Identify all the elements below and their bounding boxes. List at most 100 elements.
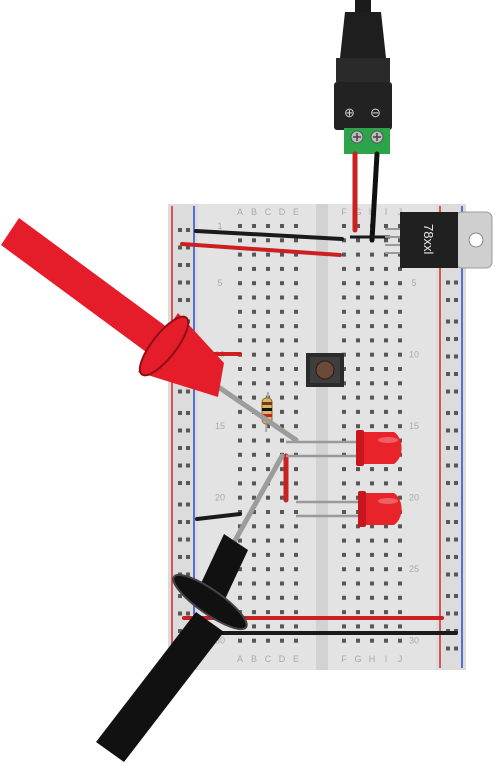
breadboard-hole xyxy=(384,481,388,486)
breadboard-hole xyxy=(370,595,374,600)
jumper-wire-black-low xyxy=(195,512,242,521)
breadboard-hole xyxy=(266,581,270,586)
rail-hole xyxy=(186,446,190,450)
breadboard-hole xyxy=(280,395,284,400)
breadboard-hole xyxy=(370,266,374,271)
breadboard-hole xyxy=(370,524,374,529)
rail-hole xyxy=(186,428,190,433)
breadboard-hole xyxy=(398,338,402,343)
breadboard-hole xyxy=(370,338,374,343)
rail-hole xyxy=(446,428,450,433)
breadboard-hole xyxy=(238,409,242,414)
breadboard-hole xyxy=(342,510,346,514)
column-label-bottom: I xyxy=(385,654,388,664)
breadboard-hole xyxy=(356,367,360,371)
breadboard-hole xyxy=(280,352,284,357)
column-label-top: G xyxy=(354,207,361,217)
breadboard-hole xyxy=(238,252,242,257)
breadboard-hole xyxy=(252,367,256,371)
breadboard-hole xyxy=(294,624,298,629)
rail-hole xyxy=(446,354,450,359)
breadboard-hole xyxy=(356,352,360,357)
breadboard-hole xyxy=(252,295,256,300)
breadboard-hole xyxy=(342,438,346,443)
breadboard-hole xyxy=(252,581,256,586)
rail-hole xyxy=(446,319,450,324)
breadboard-hole xyxy=(356,338,360,343)
led-top-highlight xyxy=(378,437,398,443)
breadboard-hole xyxy=(370,324,374,329)
breadboard-hole xyxy=(370,467,374,472)
dc-power-jack: ⊕ ⊖ xyxy=(334,0,392,154)
breadboard-hole xyxy=(384,252,388,257)
led-bottom-body xyxy=(364,493,402,525)
breadboard-hole xyxy=(252,624,256,629)
breadboard-hole xyxy=(342,252,346,257)
rail-hole xyxy=(446,537,450,542)
rail-hole xyxy=(454,389,458,394)
breadboard-hole xyxy=(356,552,360,557)
push-button-cap-icon xyxy=(315,360,335,380)
breadboard-hole xyxy=(280,438,284,443)
breadboard-hole xyxy=(280,309,284,314)
rail-hole xyxy=(446,502,450,507)
breadboard-hole xyxy=(356,252,360,257)
breadboard-hole xyxy=(252,610,256,615)
breadboard-hole xyxy=(238,367,242,371)
rail-hole xyxy=(178,446,182,450)
breadboard-hole xyxy=(356,238,360,243)
column-label-top: A xyxy=(237,207,243,217)
breadboard-hole xyxy=(384,552,388,557)
rail-hole xyxy=(454,537,458,542)
led-bottom-highlight xyxy=(378,498,398,504)
breadboard-hole xyxy=(238,238,242,243)
rail-hole xyxy=(454,481,458,485)
breadboard-hole xyxy=(356,395,360,400)
breadboard-hole xyxy=(294,367,298,371)
breadboard-hole xyxy=(238,538,242,543)
row-label-left: 20 xyxy=(215,493,225,503)
breadboard-hole xyxy=(398,610,402,615)
breadboard-hole xyxy=(342,424,346,429)
breadboard-hole xyxy=(370,610,374,615)
black-probe-tip xyxy=(229,453,285,549)
rail-hole xyxy=(186,280,190,285)
breadboard-hole xyxy=(252,281,256,286)
breadboard-hole xyxy=(398,552,402,557)
breadboard-hole xyxy=(370,395,374,400)
breadboard-hole xyxy=(356,409,360,414)
resistor-band-2 xyxy=(262,408,272,411)
breadboard-hole xyxy=(238,438,242,443)
breadboard-hole xyxy=(266,595,270,600)
breadboard-hole xyxy=(398,367,402,371)
breadboard-hole xyxy=(356,524,360,529)
breadboard-hole xyxy=(238,309,242,314)
breadboard-hole xyxy=(252,467,256,472)
breadboard-hole xyxy=(252,309,256,314)
breadboard-hole xyxy=(384,467,388,472)
column-label-bottom: G xyxy=(354,654,361,664)
resistor-band-3 xyxy=(262,414,272,417)
breadboard-hole xyxy=(280,224,284,228)
breadboard-hole xyxy=(384,381,388,386)
breadboard-hole xyxy=(370,381,374,386)
breadboard-hole xyxy=(342,595,346,600)
breadboard-hole xyxy=(252,424,256,429)
breadboard-hole xyxy=(238,481,242,486)
breadboard-hole xyxy=(342,567,346,572)
red-probe-tip xyxy=(211,381,299,443)
rail-hole xyxy=(446,646,450,651)
breadboard-hole xyxy=(384,295,388,300)
breadboard-hole xyxy=(356,424,360,429)
rail-hole xyxy=(454,555,458,559)
rail-hole xyxy=(186,298,190,302)
breadboard-hole xyxy=(342,524,346,529)
rail-hole xyxy=(454,611,458,616)
breadboard-hole xyxy=(384,309,388,314)
breadboard-hole xyxy=(398,524,402,529)
breadboard-hole xyxy=(294,324,298,329)
breadboard-hole xyxy=(266,495,270,500)
breadboard-hole xyxy=(294,266,298,271)
breadboard-hole xyxy=(280,295,284,300)
